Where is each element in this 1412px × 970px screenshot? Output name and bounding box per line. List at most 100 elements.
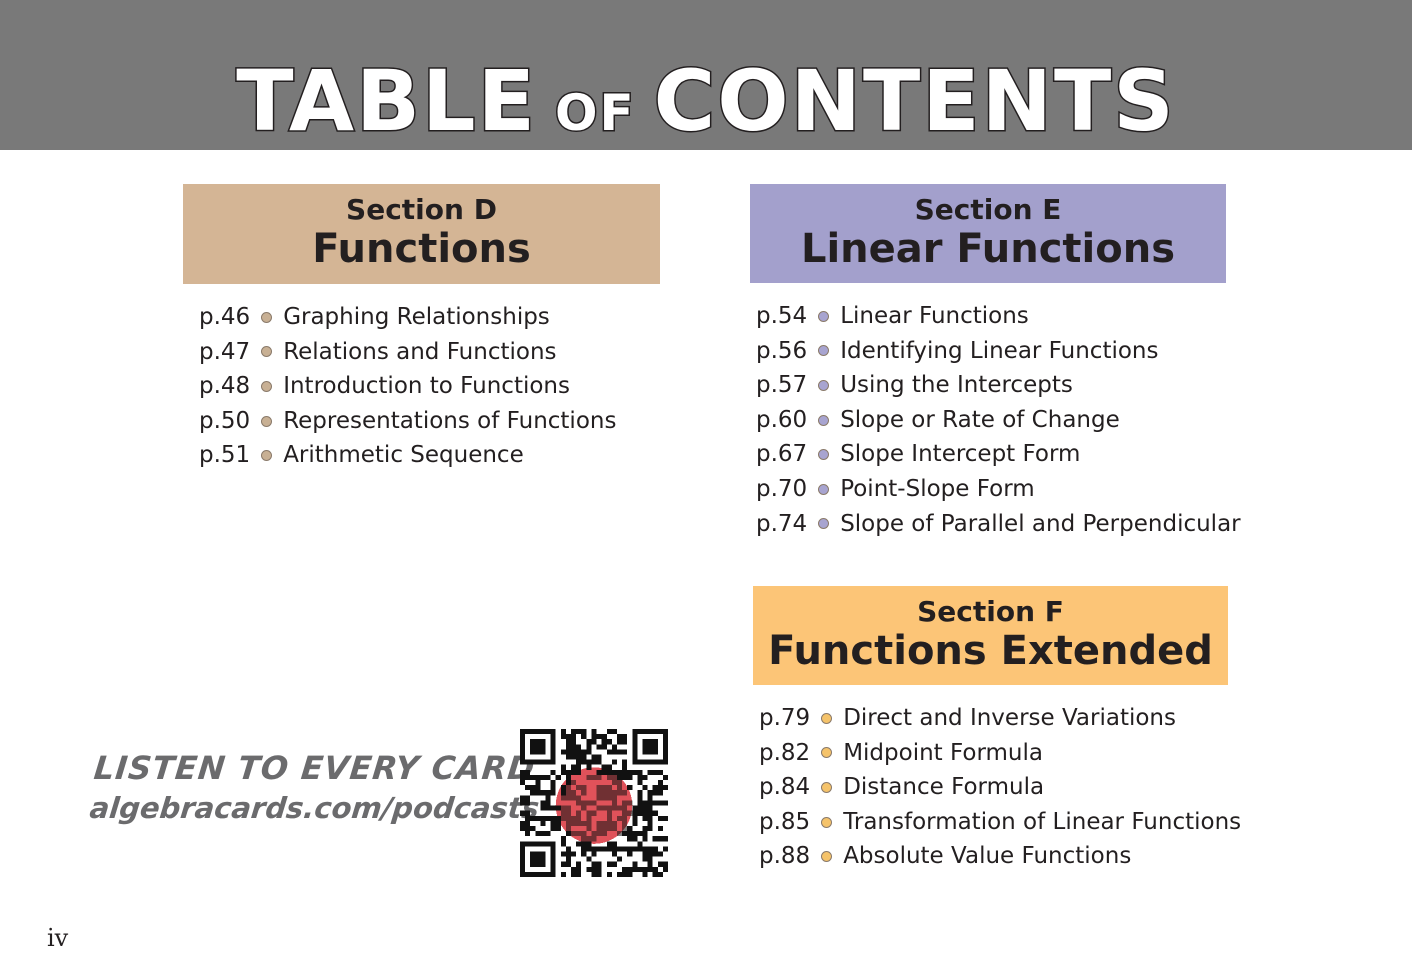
qr-module [652, 871, 658, 877]
promo-url[interactable]: algebracards.com/podcasts [88, 791, 541, 825]
qr-module [642, 810, 648, 816]
qr-module [565, 769, 572, 775]
qr-module [616, 871, 623, 877]
qr-module [576, 841, 582, 847]
qr-module [565, 780, 572, 786]
qr-module [586, 825, 592, 832]
qr-module [525, 810, 531, 816]
qr-module [627, 825, 633, 832]
qr-module [576, 785, 582, 791]
qr-module [662, 815, 668, 821]
qr-module [616, 769, 623, 775]
bullet-icon [821, 781, 833, 793]
qr-module [520, 769, 526, 775]
qr-module [530, 815, 536, 821]
entry-title: Direct and Inverse Variations [843, 705, 1176, 731]
qr-module [611, 769, 617, 775]
qr-module [571, 851, 577, 857]
entry-title: Arithmetic Sequence [283, 442, 524, 469]
qr-module [627, 769, 633, 775]
qr-module [596, 774, 602, 781]
qr-module [550, 805, 556, 811]
bullet-icon [818, 449, 830, 461]
qr-module [571, 866, 577, 872]
qr-module [601, 825, 607, 832]
qr-module [601, 795, 607, 801]
section-e-header: Section E Linear Functions [750, 184, 1226, 283]
qr-module [606, 739, 612, 745]
qr-module [642, 774, 648, 781]
entry-title: Relations and Functions [283, 338, 557, 365]
qr-module [535, 831, 541, 837]
qr-module [565, 795, 572, 801]
qr-module [581, 749, 587, 755]
qr-module [611, 729, 617, 735]
qr-module [632, 846, 638, 852]
qr-module [555, 820, 561, 826]
qr-module [560, 729, 566, 735]
qr-module [616, 790, 623, 796]
qr-module [662, 866, 668, 872]
qr-module [596, 805, 602, 811]
qr-module [586, 846, 592, 852]
qr-module [642, 815, 648, 821]
qr-module [601, 764, 607, 770]
qr-module [555, 825, 561, 832]
qr-module [581, 729, 587, 735]
page-ref: p.85 [759, 808, 811, 835]
qr-module [662, 774, 668, 781]
qr-module [611, 825, 617, 832]
qr-module [652, 785, 658, 791]
qr-module [637, 846, 643, 852]
qr-module [530, 790, 536, 796]
qr-module [571, 815, 577, 821]
section-name: Functions Extended [768, 628, 1213, 674]
qr-module [647, 790, 653, 796]
qr-module [581, 759, 587, 765]
qr-module [581, 841, 587, 847]
bullet-icon [261, 311, 273, 323]
qr-module [560, 836, 566, 842]
qr-module [571, 871, 577, 877]
entry-title: Representations of Functions [283, 407, 617, 434]
qr-module [627, 785, 633, 791]
qr-module [611, 800, 617, 806]
qr-module [606, 841, 612, 847]
qr-module [565, 790, 572, 796]
qr-module [591, 846, 597, 852]
qr-module [571, 754, 577, 760]
qr-module [642, 846, 648, 852]
qr-module [571, 764, 577, 770]
qr-module [586, 759, 592, 765]
qr-module [622, 769, 628, 775]
qr-module [662, 846, 668, 852]
page-ref: p.54 [756, 303, 808, 329]
qr-module [622, 774, 628, 781]
qr-module [637, 780, 643, 786]
qr-module [555, 805, 561, 811]
qr-module [591, 774, 597, 781]
qr-module [525, 831, 531, 837]
qr-module [560, 790, 566, 796]
qr-module [622, 871, 628, 877]
qr-code[interactable] [520, 729, 668, 877]
qr-module [586, 841, 592, 847]
